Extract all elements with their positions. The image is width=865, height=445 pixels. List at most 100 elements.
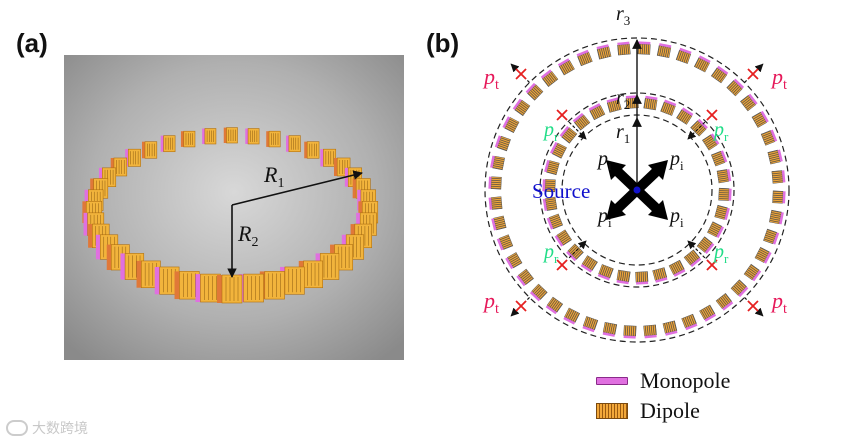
R1-label: R1 bbox=[263, 162, 284, 191]
resonator-cell bbox=[542, 179, 556, 193]
r3-label: r3 bbox=[616, 3, 630, 28]
resonator-block bbox=[266, 130, 281, 148]
resonator-block bbox=[304, 141, 320, 159]
resonator-cell bbox=[693, 55, 711, 73]
pr-label: pr bbox=[542, 241, 559, 266]
resonator-cell bbox=[496, 234, 514, 251]
resonator-cell bbox=[754, 246, 772, 264]
pr-label: pr bbox=[542, 119, 559, 144]
panel-label-b: (b) bbox=[426, 28, 460, 58]
resonator-cell bbox=[676, 107, 694, 125]
resonator-cell bbox=[696, 236, 715, 254]
resonator-cell bbox=[602, 322, 618, 337]
resonator-cell bbox=[623, 325, 637, 339]
resonator-cell bbox=[596, 44, 612, 60]
wave-arrows bbox=[510, 63, 764, 317]
resonator-cell bbox=[730, 279, 749, 298]
legend-dipole-label: Dipole bbox=[640, 398, 700, 423]
resonator-cell bbox=[542, 196, 558, 211]
resonator-cell bbox=[726, 78, 745, 97]
blocked-cross-icon bbox=[556, 109, 568, 121]
resonator-cell bbox=[516, 268, 534, 287]
blocked-cross-icon bbox=[515, 68, 527, 80]
resonator-block bbox=[195, 273, 221, 303]
resonator-cell bbox=[617, 41, 631, 56]
pi-label: pi bbox=[596, 148, 612, 173]
resonator-cell bbox=[549, 141, 567, 159]
resonator-cell bbox=[681, 313, 698, 331]
resonator-block bbox=[223, 127, 238, 144]
resonator-cell bbox=[490, 155, 505, 171]
resonator-cell bbox=[656, 43, 672, 58]
resonator-block bbox=[202, 128, 217, 145]
resonator-cell bbox=[606, 97, 622, 113]
monopole-swatch-icon bbox=[596, 377, 628, 385]
watermark-text: 大数跨境 bbox=[32, 421, 88, 437]
resonator-block bbox=[125, 148, 141, 167]
resonator-block bbox=[154, 266, 180, 295]
resonator-cell bbox=[505, 252, 523, 270]
pt-label: pt bbox=[482, 288, 499, 317]
resonator-cell bbox=[597, 264, 614, 281]
resonator-cell bbox=[662, 320, 678, 336]
circle-r3 bbox=[484, 37, 790, 343]
R2-label: R2 bbox=[237, 221, 258, 250]
resonator-cell bbox=[769, 209, 784, 225]
resonator-cell bbox=[710, 65, 729, 84]
source-label: Source bbox=[532, 179, 590, 203]
resonator-cell bbox=[637, 41, 651, 55]
blocked-cross-icon bbox=[556, 259, 568, 271]
resonator-cell bbox=[707, 221, 725, 239]
resonator-cell bbox=[488, 176, 502, 190]
resonator-block bbox=[286, 135, 301, 153]
resonator-block bbox=[160, 135, 176, 153]
blocked-cross-icon bbox=[747, 68, 759, 80]
resonator-cell bbox=[525, 82, 544, 101]
resonator-cell bbox=[763, 228, 780, 245]
resonator-cell bbox=[544, 159, 560, 176]
ring-render-3d: R1 R2 bbox=[64, 55, 404, 360]
resonator-cell bbox=[616, 269, 631, 285]
resonator-block bbox=[320, 148, 337, 167]
blocked-cross-icon bbox=[515, 300, 527, 312]
resonator-cell bbox=[772, 190, 786, 204]
resonator-cell bbox=[710, 150, 728, 167]
blocked-cross-icon bbox=[706, 109, 718, 121]
resonator-block bbox=[110, 157, 128, 177]
resonator-block bbox=[245, 128, 260, 145]
resonator-cell bbox=[545, 296, 564, 315]
outer-resonator-ring bbox=[488, 41, 786, 339]
resonator-cell bbox=[635, 271, 649, 285]
blocked-cross-icon bbox=[747, 300, 759, 312]
resonator-ring bbox=[82, 127, 379, 304]
resonator-cell bbox=[491, 215, 507, 231]
pi-label: pi bbox=[596, 205, 612, 230]
r2-label: r2 bbox=[616, 87, 630, 112]
resonator-cell bbox=[502, 116, 520, 134]
resonator-cell bbox=[652, 267, 668, 283]
resonator-cell bbox=[716, 169, 732, 184]
resonator-block bbox=[238, 273, 264, 303]
circle-r2 bbox=[539, 92, 735, 288]
resonator-cell bbox=[702, 133, 720, 151]
resonator-cell bbox=[715, 293, 734, 311]
resonator-cell bbox=[488, 196, 503, 210]
pi-label: pi bbox=[668, 148, 684, 173]
resonator-cell bbox=[718, 187, 732, 201]
pt-label: pt bbox=[770, 288, 787, 317]
pt-label: pt bbox=[770, 64, 787, 93]
legend-monopole: Monopole bbox=[596, 368, 730, 394]
resonator-cell bbox=[559, 126, 578, 144]
resonator-cell bbox=[683, 249, 702, 268]
resonator-cell bbox=[563, 307, 581, 325]
resonator-cell bbox=[529, 283, 548, 302]
source-cross-icon bbox=[606, 160, 668, 220]
resonator-cell bbox=[557, 58, 575, 76]
resonator-cell bbox=[494, 135, 511, 152]
pr-label: pr bbox=[712, 241, 729, 266]
pt-label: pt bbox=[482, 64, 499, 93]
pi-label: pi bbox=[668, 205, 684, 230]
panel-label-a: (a) bbox=[16, 28, 48, 58]
resonator-cell bbox=[572, 112, 591, 131]
